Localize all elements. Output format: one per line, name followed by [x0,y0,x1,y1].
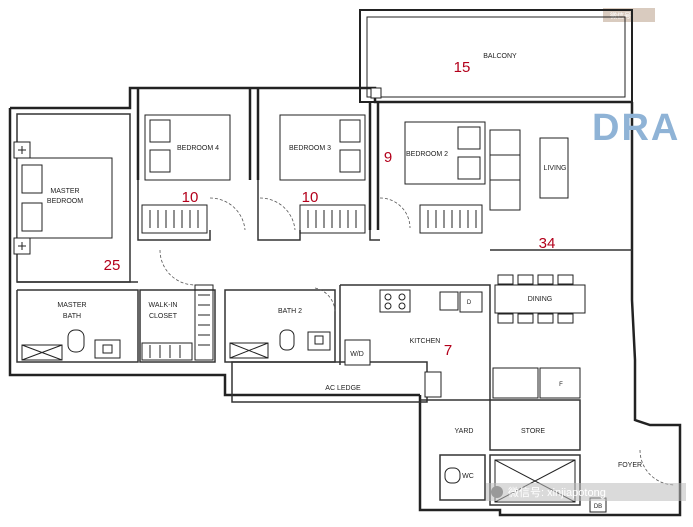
label-walkin-1: WALK-IN [149,302,178,309]
bedroom3-wardrobe [299,204,366,234]
area-master: 25 [104,257,121,274]
bedroom2-wardrobe [419,204,483,234]
label-ac-ledge: AC LEDGE [325,385,361,392]
label-master-bedroom-2: BEDROOM [47,198,83,205]
label-living: LIVING [544,165,567,172]
kitchen-fixtures [344,289,581,399]
label-wc: WC [462,473,474,480]
label-master-bath-1: MASTER [57,302,86,309]
bedroom4-bed [144,114,231,181]
master-bath-fixtures [21,329,121,361]
corner-badge [603,8,655,22]
watermark: DRA [592,107,680,149]
label-dining: DINING [528,296,553,303]
label-master-bath-2: BATH [63,313,81,320]
label-foyer: FOYER [618,462,642,469]
dining-table [494,274,586,324]
label-yard: YARD [455,428,474,435]
area-bedroom2: 9 [384,149,392,166]
area-bedroom4: 10 [182,189,199,206]
area-kitchen: 7 [444,342,452,359]
area-bedroom3: 10 [302,189,319,206]
label-master-bedroom-1: MASTER [50,188,79,195]
label-wd: W/D [350,351,364,358]
label-bedroom3: BEDROOM 3 [289,145,331,152]
bedroom3-bed [279,114,366,181]
corner-post [370,87,382,99]
label-kitchen: KITCHEN [410,338,441,345]
label-bath2: BATH 2 [278,308,302,315]
corner-badge-text: 微信号 [610,11,631,20]
label-bin: DB [594,504,602,510]
walkin-shelves [141,284,214,361]
master-bed [13,141,113,255]
wechat-text: 微信号: xinjiapotong [508,485,606,499]
bedroom2-bed [404,121,486,185]
area-living: 34 [539,235,556,252]
label-fridge: F [559,382,563,388]
label-bedroom4: BEDROOM 4 [177,145,219,152]
living-sofa [489,129,569,211]
bedroom4-wardrobe [141,204,208,234]
label-bedroom2: BEDROOM 2 [406,151,448,158]
master-nightstand-icons [18,146,26,250]
bath2-fixtures [229,329,331,359]
label-dryer: D [467,300,472,306]
label-store: STORE [521,428,545,435]
label-walkin-2: CLOSET [149,313,178,320]
label-balcony: BALCONY [483,53,517,60]
door-swings [159,197,676,486]
area-balcony: 15 [454,59,471,76]
wechat-watermark: 微信号: xinjiapotong [486,483,686,501]
